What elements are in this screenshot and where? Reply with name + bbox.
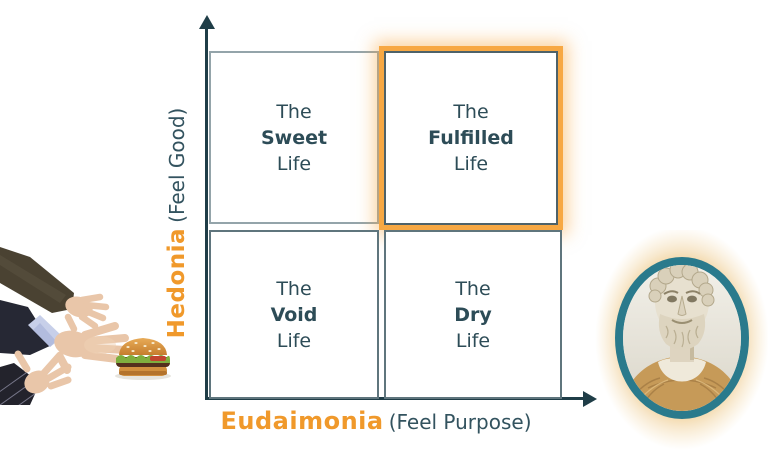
middle-arm bbox=[0, 300, 130, 374]
quadrant-text: Life bbox=[453, 153, 489, 175]
quadrant-text: The bbox=[276, 100, 312, 123]
x-axis-subtitle: (Feel Purpose) bbox=[388, 410, 532, 434]
bottom-arm bbox=[0, 350, 72, 405]
y-axis-label: Hedonia (Feel Good) bbox=[164, 108, 190, 339]
x-axis-title: Eudaimonia bbox=[220, 407, 384, 435]
y-axis-arrow-icon bbox=[199, 15, 215, 29]
quadrant-text: The bbox=[276, 277, 312, 300]
quadrant-text: Life bbox=[455, 329, 491, 352]
x-axis-arrow-icon bbox=[583, 391, 597, 407]
y-axis-line bbox=[205, 27, 208, 400]
quadrant-text: Fulfilled bbox=[428, 127, 514, 149]
aristotle-portrait bbox=[595, 230, 768, 450]
quadrant-text: Sweet bbox=[260, 126, 328, 149]
quadrant-text: The bbox=[453, 101, 489, 123]
quadrant-text: Life bbox=[276, 329, 312, 352]
quadrant-text: The bbox=[455, 277, 491, 300]
quadrant-text: Void bbox=[270, 303, 318, 326]
quadrant-dry-life: The Dry Life bbox=[384, 230, 562, 399]
x-axis-label: Eudaimonia (Feel Purpose) bbox=[221, 407, 532, 435]
quadrant-text: Dry bbox=[454, 303, 492, 326]
quadrant-void-life: The Void Life bbox=[209, 230, 379, 399]
hands-hamburger-photo bbox=[0, 247, 171, 405]
top-arm bbox=[0, 247, 110, 333]
quadrant-fulfilled-life-highlighted: The Fulfilled Life bbox=[384, 51, 558, 225]
y-axis-subtitle: (Feel Good) bbox=[165, 107, 189, 223]
y-axis-title: Hedonia bbox=[164, 227, 190, 339]
quadrant-text: Life bbox=[276, 152, 312, 175]
quadrant-sweet-life: The Sweet Life bbox=[209, 51, 379, 224]
hamburger bbox=[115, 338, 171, 380]
